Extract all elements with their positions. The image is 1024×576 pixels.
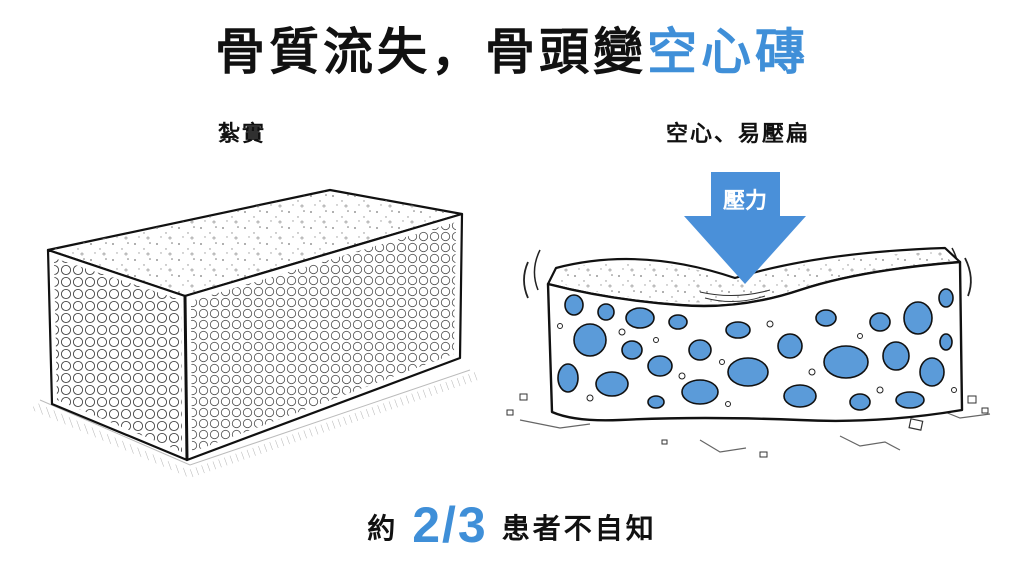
solid-brick [32, 188, 478, 478]
pressure-arrow-label: 壓力 [723, 189, 767, 214]
title-main: 骨質流失，骨頭變 [215, 23, 647, 81]
solid-brick-shadow [32, 372, 478, 478]
solid-brick-label: 紮實 [218, 122, 267, 147]
page-title: 骨質流失，骨頭變空心磚 [0, 22, 1024, 82]
awareness-stat: 約 2/3 患者不自知 [0, 496, 1024, 558]
stat-fraction: 2/3 [412, 497, 488, 553]
hollow-brick [506, 246, 991, 458]
hollow-brick-label: 空心、易壓扁 [666, 122, 811, 147]
stat-prefix: 約 [367, 512, 399, 545]
title-accent: 空心磚 [647, 23, 809, 81]
stat-suffix: 患者不自知 [501, 512, 657, 545]
pressure-arrow: 壓力 [684, 172, 806, 284]
